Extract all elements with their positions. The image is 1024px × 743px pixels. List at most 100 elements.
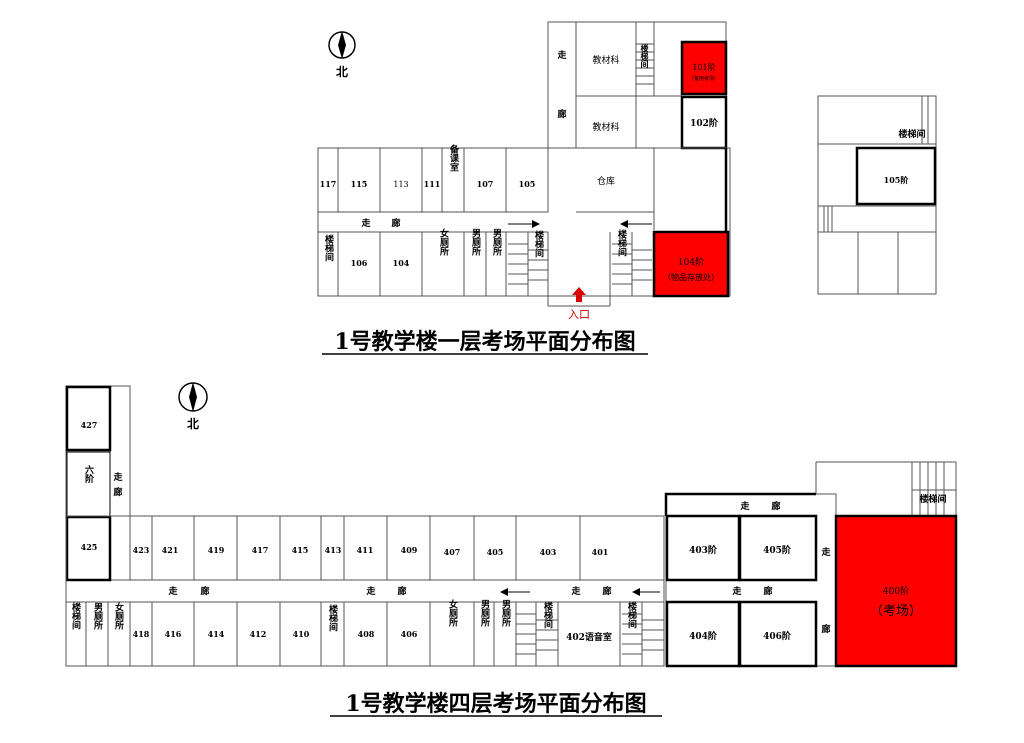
- room-label: 楼梯间: [616, 228, 627, 257]
- floor4-plan: 北: [65, 382, 958, 717]
- stair-arrow-icon: [500, 588, 530, 596]
- room-425: [65, 515, 112, 582]
- room-label: 楼梯间: [919, 493, 946, 505]
- room-label: 备课室: [448, 143, 460, 171]
- room-label: 101阶: [692, 62, 715, 72]
- room-label: 427: [81, 420, 98, 430]
- entrance-label: 入口: [568, 308, 590, 321]
- stair-arrow-icon: [508, 220, 540, 228]
- room-label: 仓库: [597, 175, 615, 187]
- room-label: 教材科: [592, 54, 619, 66]
- room-label: 男厕所: [479, 599, 490, 627]
- room-label: 楼梯间: [327, 603, 338, 632]
- room-label: 405阶: [763, 544, 792, 556]
- room-label: 楼梯间: [626, 600, 637, 629]
- room-404-exam: [665, 600, 741, 668]
- room-label: 406阶: [763, 630, 792, 642]
- room-label: 楼梯间: [640, 43, 650, 69]
- north-label: 北: [336, 64, 348, 79]
- room-label: 400阶: [883, 585, 909, 597]
- corridor-label: 廊: [200, 585, 209, 597]
- room-label: 女厕所: [113, 601, 124, 630]
- room-400-exam: [834, 514, 958, 668]
- room-label: 408: [358, 629, 375, 639]
- room-note: （考场）: [870, 604, 922, 619]
- corridor-label: 廊: [113, 486, 122, 498]
- room-label: 教材科: [592, 121, 619, 133]
- room-label: 418: [133, 629, 150, 639]
- room-label: 104阶: [678, 256, 704, 268]
- room-label: 111: [424, 179, 441, 189]
- corridor-label: 廊: [602, 585, 611, 597]
- corridor-label: 廊: [557, 108, 566, 120]
- room-label: 403阶: [689, 544, 718, 556]
- room-label: 423: [133, 545, 150, 555]
- room-label: 402语音室: [566, 631, 612, 643]
- room-label: 419: [208, 545, 225, 555]
- room-label: 楼梯间: [533, 229, 544, 258]
- room-101-exam: [680, 40, 728, 96]
- entrance-arrow-icon: [572, 287, 586, 302]
- room-label: 楼梯间: [542, 600, 553, 629]
- north-label: 北: [187, 416, 199, 431]
- corridor-label: 廊: [763, 585, 772, 597]
- corridor-label: 廊: [391, 217, 400, 229]
- corridor-label: 走: [365, 585, 375, 597]
- room-label: 106: [351, 258, 368, 268]
- corridor-label: 廊: [821, 623, 830, 635]
- corridor-label: 走: [570, 585, 580, 597]
- room-label: 403: [540, 547, 557, 557]
- room-label: 男厕所: [491, 228, 502, 256]
- corridor-label: 走: [731, 585, 741, 597]
- corridor-label: 走: [739, 500, 749, 512]
- room-406-exam: [738, 600, 818, 668]
- room-label: 女厕所: [438, 227, 449, 256]
- room-label: 401: [592, 547, 609, 557]
- corridor-label: 走: [360, 217, 370, 229]
- room-label: 107: [477, 179, 494, 189]
- room-label: 104: [393, 258, 410, 268]
- room-label: 416: [165, 629, 182, 639]
- corridor-label: 廊: [397, 585, 406, 597]
- room-label: 405: [487, 547, 504, 557]
- north-arrow-icon: [178, 382, 208, 412]
- room-label: 女厕所: [447, 598, 458, 627]
- room-label: 男厕所: [470, 228, 481, 256]
- room-label: 412: [250, 629, 267, 639]
- floor1-plan: 北: [317, 21, 731, 355]
- room-label: 102阶: [690, 117, 719, 129]
- room-label: 六阶: [83, 464, 94, 484]
- room-label: 楼梯间: [323, 233, 334, 262]
- floor1-title: 1号教学楼一层考场平面分布图: [334, 329, 635, 355]
- room-label: 410: [293, 629, 310, 639]
- room-label: 421: [162, 545, 179, 555]
- room-label: 105阶: [884, 175, 909, 185]
- room-label: 407: [444, 547, 461, 557]
- corridor-label: 走: [112, 471, 122, 483]
- room-label: 男厕所: [500, 599, 511, 627]
- corridor-label: 走: [820, 546, 830, 558]
- room-label: 115: [351, 179, 368, 189]
- room-label: 413: [325, 545, 342, 555]
- room-427: [65, 385, 112, 452]
- room-label: 415: [292, 545, 309, 555]
- room-104-storage-exam: [652, 230, 730, 298]
- room-label: 楼梯间: [898, 128, 925, 140]
- corridor-label: 走: [167, 585, 177, 597]
- room-405-exam: [738, 514, 818, 582]
- room-label: 409: [401, 545, 418, 555]
- room-label: 425: [81, 542, 98, 552]
- room-label: 105: [519, 179, 536, 189]
- floor1-annex: 楼梯间 105阶: [817, 95, 937, 295]
- room-label: 117: [320, 179, 337, 189]
- corridor-label: 走: [556, 49, 566, 61]
- wall-heavy: [664, 492, 816, 516]
- room-label: 411: [357, 545, 374, 555]
- room-label: 417: [252, 545, 269, 555]
- north-arrow-icon: [328, 31, 356, 59]
- corridor-label: 廊: [771, 500, 780, 512]
- stair-arrow-icon: [632, 588, 660, 596]
- room-label: 楼梯间: [70, 601, 81, 630]
- floor1-main-block: [317, 147, 731, 307]
